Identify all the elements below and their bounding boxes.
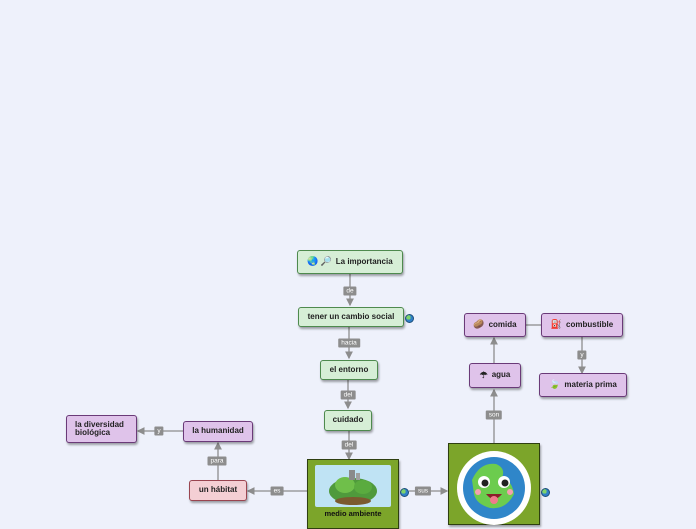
link-label-sus: sus	[414, 486, 432, 496]
node-raw-material[interactable]: 🍃 materia prima	[539, 373, 627, 397]
node-humanity[interactable]: la humanidad	[183, 421, 253, 442]
node-label: cuidado	[332, 415, 364, 425]
leaves-icon: 🍃	[549, 379, 561, 390]
node-label: un hábitat	[198, 485, 238, 495]
node-label: comida	[488, 319, 517, 329]
node-social-change[interactable]: tener un cambio social	[298, 307, 404, 327]
node-label: La importancia	[335, 256, 393, 266]
node-label: el entorno	[329, 364, 369, 374]
node-label: materia prima	[564, 379, 617, 389]
world-island-icon	[315, 465, 391, 507]
globe-icon	[400, 488, 409, 497]
link-label-es: es	[270, 486, 284, 496]
node-earth-image[interactable]	[448, 443, 540, 525]
node-environment-main[interactable]: medio ambiente	[307, 459, 399, 529]
link-label-y: y	[577, 350, 587, 360]
globe-icon	[541, 488, 550, 497]
node-label: tener un cambio social	[307, 311, 395, 321]
link-label-y: y	[154, 426, 164, 436]
node-fuel[interactable]: ⛽ combustible	[541, 313, 623, 337]
node-label: combustible	[566, 319, 614, 329]
node-importance[interactable]: 🌏 🔎 La importancia	[297, 250, 403, 274]
node-label: agua	[491, 370, 511, 380]
earth-character-icon	[457, 451, 531, 525]
node-habitat[interactable]: un hábitat	[189, 480, 247, 501]
link-label-del: del	[340, 390, 356, 400]
node-label: medio ambiente	[324, 509, 382, 518]
link-label-hacia: hacia	[338, 338, 360, 348]
magnifier-icon: 🔎	[320, 256, 332, 267]
node-care[interactable]: cuidado	[324, 410, 372, 431]
link-label-para: para	[207, 456, 227, 466]
node-label: la humanidad	[192, 426, 244, 436]
node-label: la diversidad biológica	[75, 419, 124, 437]
umbrella-icon: ☂	[479, 369, 488, 380]
globe-icon: 🌏	[307, 256, 319, 267]
link-label-del: del	[341, 440, 357, 450]
link-label-son: son	[485, 410, 503, 420]
food-icon: 🥔	[473, 319, 485, 330]
node-water[interactable]: ☂ agua	[469, 363, 521, 388]
fuel-icon: ⛽	[550, 319, 563, 330]
node-biodiversity[interactable]: la diversidad biológica	[66, 415, 137, 443]
globe-icon	[405, 314, 414, 323]
node-environment[interactable]: el entorno	[320, 360, 378, 380]
link-label-de: de	[343, 286, 357, 296]
node-food[interactable]: 🥔 comida	[464, 313, 526, 337]
